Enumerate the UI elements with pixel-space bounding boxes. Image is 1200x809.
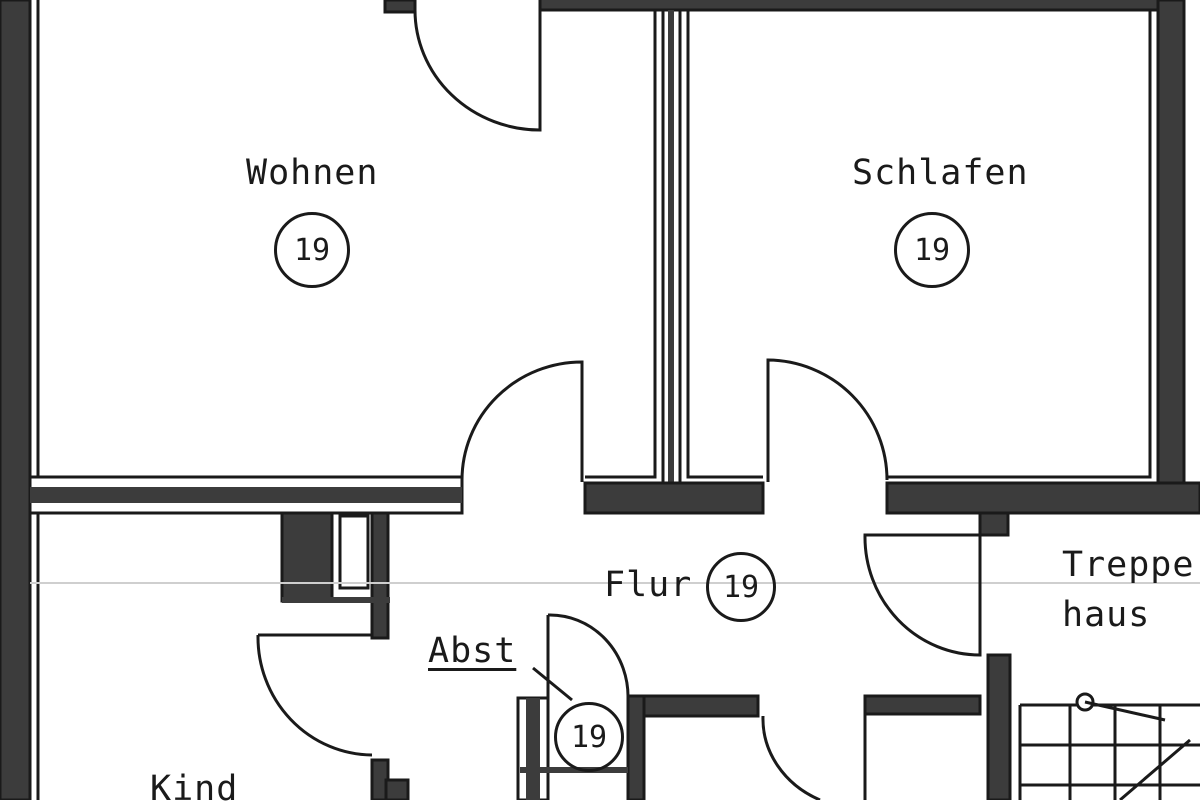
room-label-schlafen: Schlafen (852, 153, 1029, 193)
wall-top-mid (538, 0, 1172, 12)
wall-abst-top (626, 694, 760, 718)
wall-stair-left (986, 653, 1012, 800)
abst-leader-line (532, 666, 573, 702)
room-number-badge-abst: 19 (554, 702, 624, 772)
wall-abst-right (626, 694, 646, 800)
wall-kind-partition (370, 511, 390, 640)
wall-stub (978, 511, 1010, 537)
door-kind (256, 633, 373, 757)
wall-kind-lower-nub (384, 778, 410, 800)
wall-schlafen-bottom (885, 481, 1200, 515)
door-wohnen-flur (460, 360, 584, 482)
room-label-wohnen: Wohnen (246, 153, 379, 193)
room-label-abst: Abst (428, 631, 517, 671)
doors (256, 9, 982, 800)
room-label-kind: Kind (150, 769, 239, 809)
door-schlafen-flur (766, 358, 889, 482)
staircase (1018, 692, 1200, 800)
shaft-block (280, 511, 334, 603)
wall-right-outer (1156, 0, 1186, 497)
room-number-badge-flur: 19 (706, 552, 776, 622)
room-label-flur: Flur (604, 565, 693, 605)
wall-left-outer (0, 0, 32, 800)
room-number-badge-schlafen: 19 (894, 212, 970, 288)
room-outlines (30, 0, 1200, 800)
room-label-treppenhaus-line2: haus (1062, 595, 1151, 635)
room-label-treppenhaus-line1: Treppe (1062, 545, 1195, 585)
wall-top-left (383, 0, 417, 14)
door-abst (546, 613, 630, 701)
door-wohnen-top (413, 9, 542, 132)
shaft-cell (338, 514, 370, 590)
wall-right-lower-top (863, 694, 982, 716)
door-treppenhaus (863, 533, 982, 657)
room-number-badge-wohnen: 19 (274, 212, 350, 288)
wall-flur-top-mid (583, 481, 765, 515)
door-lower-mid (761, 715, 821, 800)
